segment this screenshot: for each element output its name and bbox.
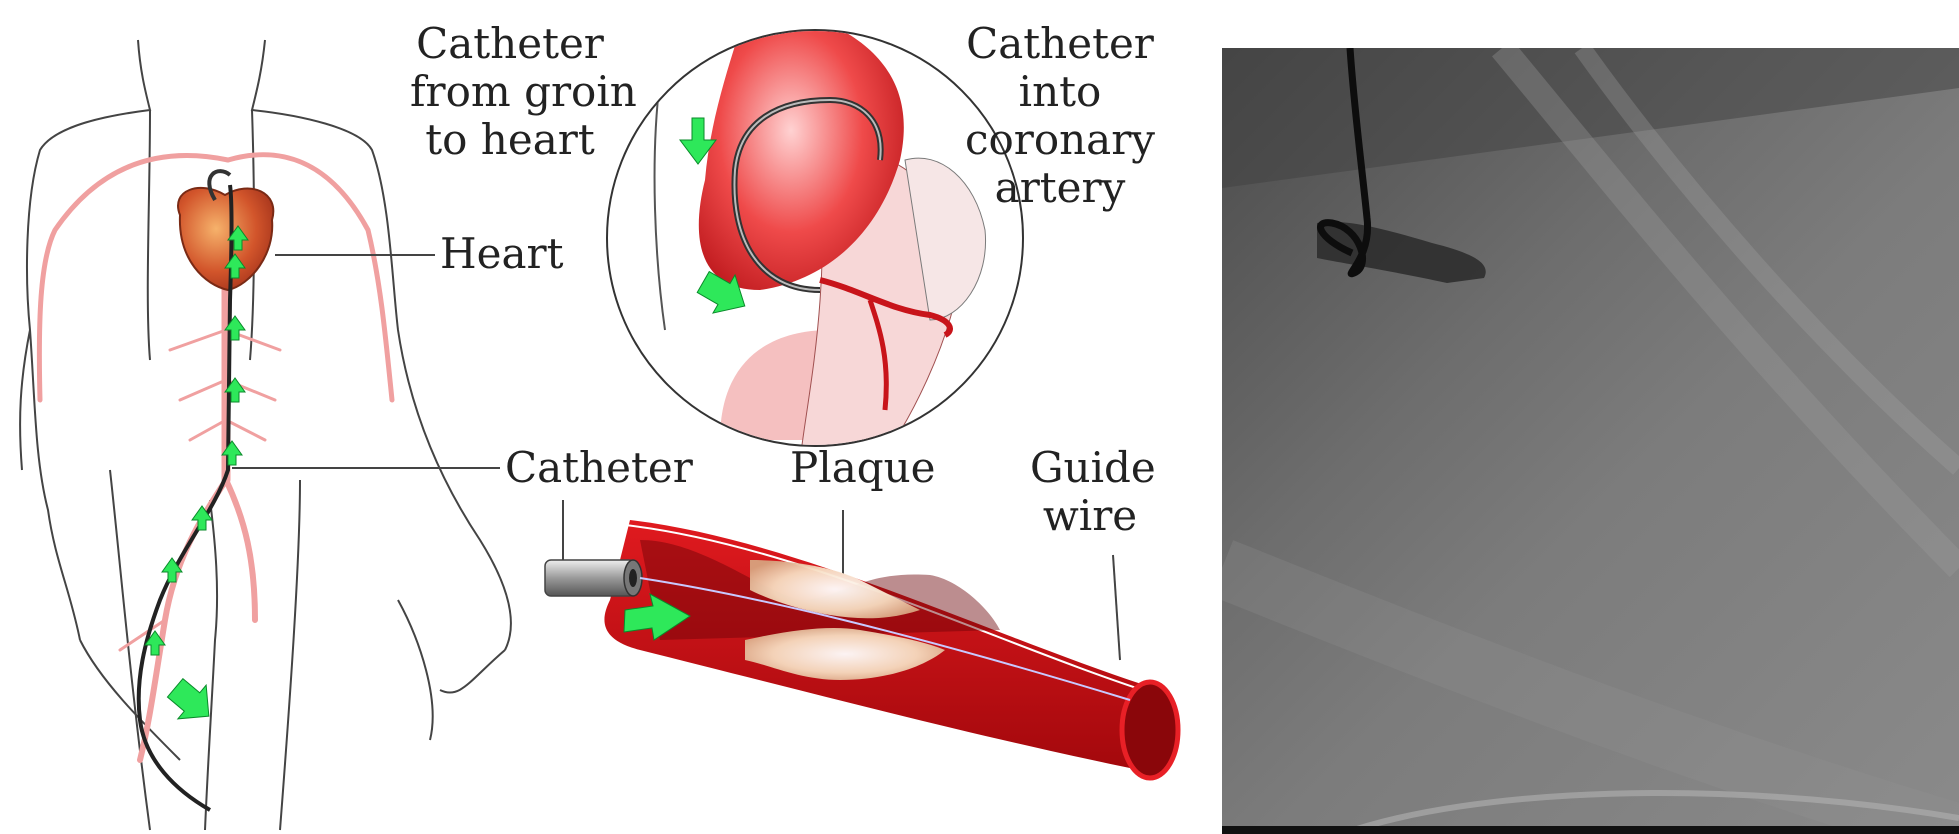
xray-angiogram xyxy=(1222,48,1959,834)
label-catheter: Catheter xyxy=(505,444,693,492)
label-guide-wire: Guide wire xyxy=(1030,444,1150,540)
label-heart: Heart xyxy=(440,230,563,278)
label-plaque: Plaque xyxy=(790,444,936,492)
label-catheter-into-coronary: Catheter into coronary artery xyxy=(960,20,1160,212)
vessel-cross-section xyxy=(545,520,1178,778)
xray-features xyxy=(1222,48,1959,834)
heart-illustration xyxy=(178,171,273,290)
label-catheter-from-groin: Catheter from groin to heart xyxy=(410,20,610,164)
